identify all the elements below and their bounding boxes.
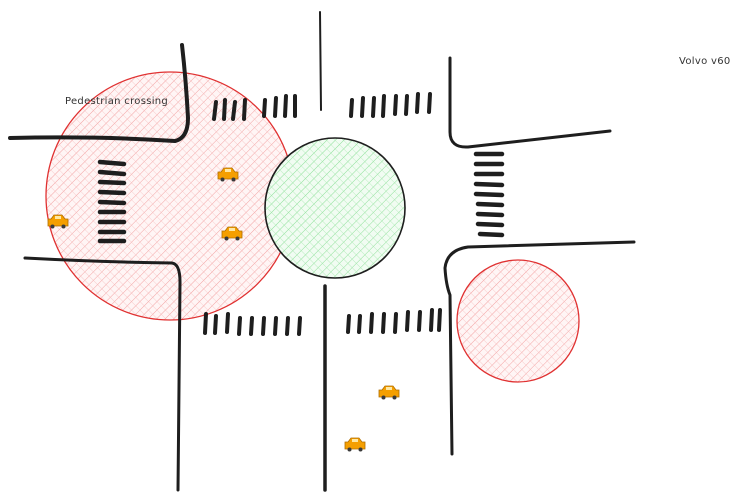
road-center-top	[319, 11, 322, 111]
pedestrian-crossing-label: Pedestrian crossing	[65, 96, 168, 107]
curb-left-lower	[23, 256, 182, 492]
curb-top-left	[8, 43, 190, 143]
curb-right-lower	[443, 240, 636, 456]
car-icon	[47, 214, 69, 229]
crosswalk-right	[473, 151, 505, 238]
road-edges	[8, 11, 636, 492]
car-icon	[217, 167, 239, 182]
crosswalk-top	[212, 92, 432, 121]
car-icon	[378, 385, 400, 400]
crosswalk-left	[97, 159, 127, 244]
vehicle-label: Volvo v60	[679, 56, 731, 67]
car-icon	[344, 437, 366, 452]
car-icon	[221, 226, 243, 241]
danger-zone-left	[45, 71, 295, 321]
danger-zone-right	[456, 259, 580, 383]
safe-zone-center	[264, 137, 406, 279]
curb-top-right	[448, 56, 612, 149]
crosswalk-bottom	[203, 308, 442, 336]
